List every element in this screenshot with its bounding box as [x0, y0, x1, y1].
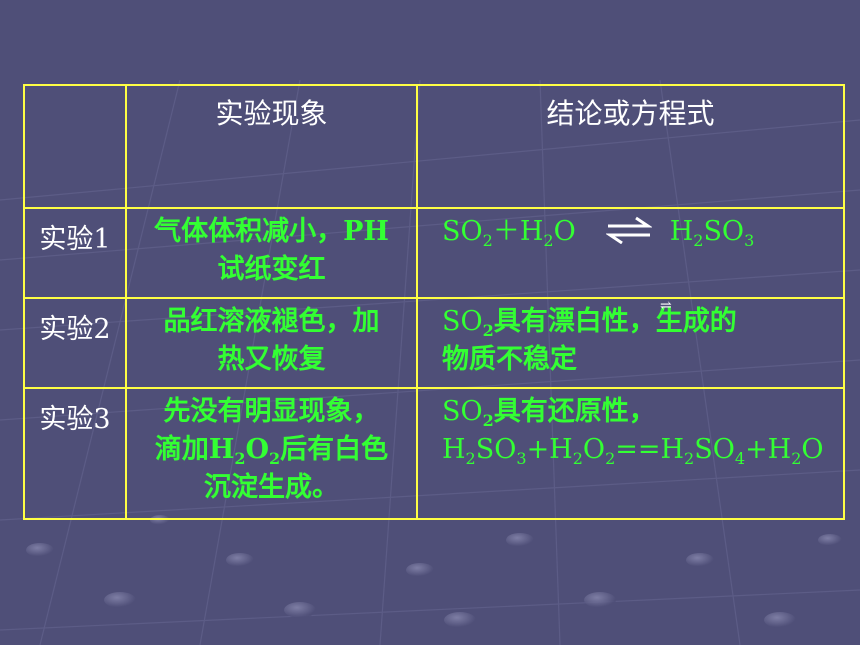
- row-label: 实验3: [23, 387, 127, 520]
- phenomenon-line: 气体体积减小，PH: [154, 215, 389, 247]
- phenomenon-cell: 先没有明显现象， 滴加H2O2后有白色 沉淀生成。: [125, 387, 418, 520]
- small-reversible-symbol: ⇌: [660, 298, 672, 314]
- header-phenomenon: 实验现象: [125, 84, 418, 209]
- row-label: 实验2: [23, 296, 127, 390]
- conclusion-line: SO2具有漂白性，生成的: [442, 305, 737, 340]
- phenomenon-line: 沉淀生成。: [204, 472, 339, 504]
- conclusion-cell: SO2具有还原性， H2SO3+H2O2==H2SO4+H2O: [416, 387, 845, 520]
- phenomenon-line: 热又恢复: [217, 343, 326, 375]
- header-row: 实验现象 结论或方程式: [23, 84, 845, 209]
- phenomenon-line: 先没有明显现象，: [163, 396, 380, 428]
- phenomenon-cell: 品红溶液褪色，加 热又恢复: [125, 296, 418, 390]
- table-row: 实验2 品红溶液褪色，加 热又恢复 SO2具有漂白性，生成的 物质不稳定: [23, 296, 845, 390]
- reaction-formula: H2SO3+H2O2==H2SO4+H2O: [442, 434, 824, 469]
- phenomenon-cell: 气体体积减小，PH 试纸变红: [125, 206, 418, 299]
- header-conclusion: 结论或方程式: [416, 84, 845, 209]
- conclusion-cell: SO2具有漂白性，生成的 物质不稳定: [416, 296, 845, 390]
- conclusion-line: 物质不稳定: [442, 343, 577, 375]
- header-empty-cell: [23, 84, 127, 209]
- reversible-arrow-icon: [605, 216, 652, 244]
- phenomenon-line: 试纸变红: [217, 253, 326, 285]
- phenomenon-line: 品红溶液褪色，加: [163, 305, 380, 337]
- row-label: 实验1: [23, 206, 127, 299]
- conclusion-line: SO2具有还原性，: [442, 396, 656, 431]
- phenomenon-line: 滴加H2O2后有白色: [154, 434, 389, 469]
- table-row: 实验3 先没有明显现象， 滴加H2O2后有白色 沉淀生成。 SO2具有还原性， …: [23, 387, 845, 520]
